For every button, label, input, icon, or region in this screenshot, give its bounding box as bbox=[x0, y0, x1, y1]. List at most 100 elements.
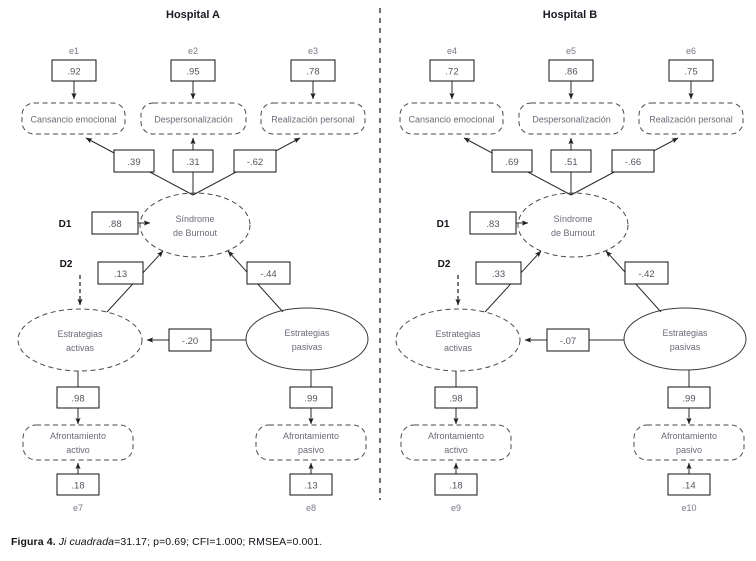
latent-pasivas-line1: Estrategias bbox=[284, 328, 330, 338]
error-label-e3: e3 bbox=[308, 46, 318, 56]
panel-b-title: Hospital B bbox=[543, 9, 597, 21]
latent-activas-line2-b: activas bbox=[444, 343, 473, 353]
indicator-realizacion-personal-b bbox=[638, 102, 744, 135]
load-value-activo-b: .98 bbox=[449, 394, 462, 405]
error-value-e2: .95 bbox=[186, 67, 199, 78]
coef-box-cansancio-b bbox=[491, 149, 533, 173]
coef-box-pasivas-burnout bbox=[246, 261, 291, 285]
coef-cansancio-b: .69 bbox=[505, 157, 518, 168]
panel-a-title: Hospital A bbox=[166, 9, 220, 21]
coef-despersonalizacion: .31 bbox=[186, 157, 199, 168]
indicator-label-1-b: Cansancio emocional bbox=[408, 115, 494, 125]
panel-hospital-a: Hospital A e1 e2 e3 .92 .95 .78 Cansanci… bbox=[17, 9, 369, 513]
error-box-e7 bbox=[56, 473, 100, 496]
afrontamiento-pasivo-line1: Afrontamiento bbox=[283, 431, 339, 441]
coef-pasivas-activas: -.20 bbox=[182, 336, 198, 347]
disturbance-label-d1: D1 bbox=[59, 219, 72, 230]
afrontamiento-activo-line1: Afrontamiento bbox=[50, 431, 106, 441]
latent-pasivas-line2-b: pasivas bbox=[670, 342, 701, 352]
afrontamiento-pasivo-line1-b: Afrontamiento bbox=[661, 431, 717, 441]
error-label-e9: e9 bbox=[451, 503, 461, 513]
error-value-e8: .13 bbox=[304, 481, 317, 492]
coef-pasivas-activas-b: -.07 bbox=[560, 336, 576, 347]
disturbance-label-d2-b: D2 bbox=[438, 259, 451, 270]
coef-box-pasivas-activas bbox=[168, 328, 212, 352]
latent-pasivas-line1-b: Estrategias bbox=[662, 328, 708, 338]
indicator-realizacion-personal bbox=[260, 102, 366, 135]
coef-activas-burnout-b: .33 bbox=[492, 269, 505, 280]
error-label-e4: e4 bbox=[447, 46, 457, 56]
latent-sindrome-de-burnout-b bbox=[517, 192, 629, 258]
error-box-e8 bbox=[289, 473, 333, 496]
coef-despersonalizacion-b: .51 bbox=[564, 157, 577, 168]
coef-box-realizacion bbox=[233, 149, 277, 173]
coef-pasivas-burnout: -.44 bbox=[260, 269, 276, 280]
disturbance-value-d1-b: .83 bbox=[486, 219, 499, 230]
latent-estrategias-activas-b bbox=[395, 308, 521, 372]
indicator-despersonalizacion-b bbox=[518, 102, 625, 135]
disturbance-label-d1-b: D1 bbox=[437, 219, 450, 230]
coef-realizacion-b: -.66 bbox=[625, 157, 641, 168]
coef-cansancio: .39 bbox=[127, 157, 140, 168]
indicator-label-2: Despersonalización bbox=[154, 115, 233, 125]
indicator-label-3-b: Realización personal bbox=[649, 115, 733, 125]
error-value-e7: .18 bbox=[71, 481, 84, 492]
caption-statistic-name: Ji cuadrada bbox=[58, 536, 115, 548]
coef-box-despersonalizacion-b bbox=[550, 149, 592, 173]
indicator-label-1: Cansancio emocional bbox=[30, 115, 116, 125]
disturbance-value-d1: .88 bbox=[108, 219, 121, 230]
latent-burnout-line2-b: de Burnout bbox=[551, 228, 596, 238]
error-box-e9 bbox=[434, 473, 478, 496]
caption-statistics: =31.17; p=0.69; CFI=1.000; RMSEA=0.001. bbox=[114, 536, 323, 548]
error-label-e8: e8 bbox=[306, 503, 316, 513]
coef-box-despersonalizacion bbox=[172, 149, 214, 173]
disturbance-label-d2: D2 bbox=[60, 259, 73, 270]
error-value-e1: .92 bbox=[67, 67, 80, 78]
indicator-despersonalizacion bbox=[140, 102, 247, 135]
error-box-e10 bbox=[667, 473, 711, 496]
indicator-cansancio-emocional bbox=[21, 102, 126, 135]
coef-activas-burnout: .13 bbox=[114, 269, 127, 280]
error-value-e10: .14 bbox=[682, 481, 695, 492]
latent-sindrome-de-burnout bbox=[139, 192, 251, 258]
error-label-e10: e10 bbox=[681, 503, 696, 513]
afrontamiento-pasivo-line2: pasivo bbox=[298, 445, 324, 455]
latent-activas-line1-b: Estrategias bbox=[435, 329, 481, 339]
error-label-e1: e1 bbox=[69, 46, 79, 56]
latent-burnout-line1-b: Síndrome bbox=[553, 214, 592, 224]
latent-activas-line1: Estrategias bbox=[57, 329, 103, 339]
latent-estrategias-pasivas-b bbox=[623, 307, 747, 371]
error-value-e9: .18 bbox=[449, 481, 462, 492]
latent-burnout-line1: Síndrome bbox=[175, 214, 214, 224]
error-label-e2: e2 bbox=[188, 46, 198, 56]
indicator-cansancio-emocional-b bbox=[399, 102, 504, 135]
latent-estrategias-pasivas bbox=[245, 307, 369, 371]
afrontamiento-activo-line2: activo bbox=[66, 445, 90, 455]
coef-box-activas-burnout-b bbox=[475, 261, 522, 285]
error-label-e6: e6 bbox=[686, 46, 696, 56]
error-label-e7: e7 bbox=[73, 503, 83, 513]
error-value-e4: .72 bbox=[445, 67, 458, 78]
latent-estrategias-activas bbox=[17, 308, 143, 372]
load-value-activo: .98 bbox=[71, 394, 84, 405]
coef-box-pasivas-burnout-b bbox=[624, 261, 669, 285]
error-value-e6: .75 bbox=[684, 67, 697, 78]
load-value-pasivo: .99 bbox=[304, 394, 317, 405]
latent-activas-line2: activas bbox=[66, 343, 95, 353]
indicator-label-2-b: Despersonalización bbox=[532, 115, 611, 125]
coef-box-cansancio bbox=[113, 149, 155, 173]
indicator-afrontamiento-pasivo bbox=[255, 424, 367, 461]
indicator-label-3: Realización personal bbox=[271, 115, 355, 125]
indicator-afrontamiento-activo bbox=[22, 424, 134, 461]
indicator-afrontamiento-activo-b bbox=[400, 424, 512, 461]
latent-burnout-line2: de Burnout bbox=[173, 228, 218, 238]
figure-caption: Figura 4. Ji cuadrada=31.17; p=0.69; CFI… bbox=[11, 536, 322, 548]
error-value-e3: .78 bbox=[306, 67, 319, 78]
panel-hospital-b: Hospital B e4 e5 e6 .72 .86 .75 Cansanci… bbox=[395, 9, 747, 513]
coef-box-realizacion-b bbox=[611, 149, 655, 173]
error-value-e5: .86 bbox=[564, 67, 577, 78]
afrontamiento-activo-line2-b: activo bbox=[444, 445, 468, 455]
caption-label: Figura 4. bbox=[11, 536, 56, 548]
